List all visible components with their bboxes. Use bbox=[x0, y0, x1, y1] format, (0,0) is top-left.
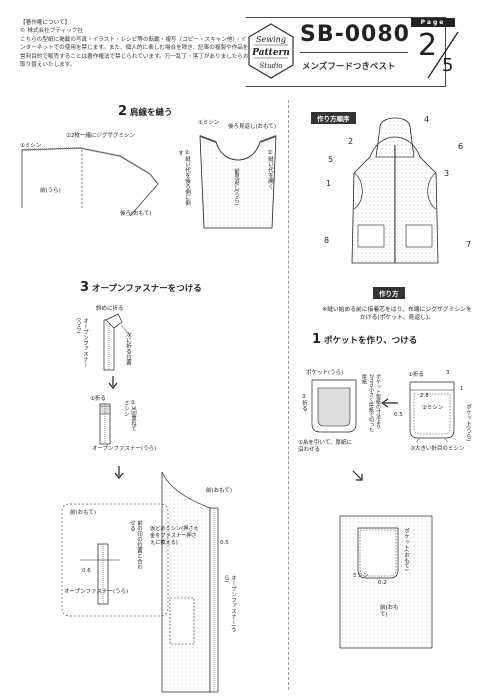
step3-align-pos: 前の印の位置と合わせる bbox=[129, 520, 142, 570]
step1-v1: 1 bbox=[460, 386, 464, 392]
order-num-3: 3 bbox=[444, 169, 450, 178]
step1-v28: 2.8 bbox=[420, 393, 429, 399]
step1-pocket-face: ポケット(おもて) bbox=[403, 528, 409, 571]
page-number: 2 bbox=[418, 28, 438, 63]
step3-zipper-wrong: オープンファスナー(うら) bbox=[75, 318, 88, 368]
step3-front-face: 前(おもて) bbox=[70, 510, 97, 516]
step2-front-wrong: 前(うら) bbox=[40, 188, 61, 194]
arrow-left-icon bbox=[380, 398, 398, 408]
step1-pocket-cardboard-diagram bbox=[311, 379, 357, 433]
order-num-1: 1 bbox=[326, 179, 332, 188]
step2-right-sewing: ①ミシン bbox=[198, 120, 220, 126]
order-num-6: 6 bbox=[458, 142, 464, 151]
step1-pocket-wrong: ポケット(うら) bbox=[306, 370, 344, 376]
order-tag: 作り方順序 bbox=[311, 112, 356, 124]
arrow-down-icon bbox=[108, 376, 118, 389]
step1-sewing: ミシン bbox=[352, 573, 369, 579]
step1-v3: 3 bbox=[446, 370, 450, 376]
arrow-down-icon bbox=[114, 466, 124, 479]
step3-zipper-wrong3: オープンファスナー(うら) bbox=[64, 589, 129, 595]
step2-number: 2 bbox=[118, 104, 128, 119]
howto-note: ※縫い始める前に接着芯をはり、布端にジグザグミシンをかける(ポケット、見返し)。 bbox=[322, 307, 472, 321]
step2-front-facing: 前見返し(うら) bbox=[233, 168, 239, 206]
step3-front-face2: 前(おもて) bbox=[206, 488, 233, 494]
page-slash bbox=[427, 31, 459, 79]
step3-baste: 仮どめミシン(押さえ金をファスナー押さえに換える) bbox=[150, 526, 199, 546]
step3-zipper-wrong2: オープンファスナー(うら) bbox=[92, 446, 157, 452]
step2-open-allowance: ②縫い代を開く bbox=[267, 150, 273, 189]
copyright-notice: 【著作権について】 © 株式会社ブティック社 こちらの型紙に掲載の写真・イラスト… bbox=[20, 19, 252, 69]
step3-zipper-fold-diagram bbox=[103, 313, 131, 371]
step3-fold: ①折る bbox=[90, 396, 106, 402]
step3-detail-circle bbox=[61, 503, 169, 617]
step1-pocket-side: ポケット(うら) bbox=[465, 404, 471, 442]
step2-left-sewing: ①ミシン bbox=[20, 143, 42, 149]
step1-v02: 0.2 bbox=[378, 580, 387, 586]
step3-fold-pos: 次に折る位置 bbox=[125, 332, 131, 365]
copyright-title: 【著作権について】 bbox=[20, 20, 71, 26]
page-label: Page bbox=[411, 18, 455, 27]
pattern-code: SB-0080 bbox=[300, 22, 410, 47]
vest-illustration bbox=[351, 117, 439, 264]
step3-zipper-sew-diagram bbox=[99, 403, 111, 445]
page-total: 5 bbox=[442, 55, 454, 76]
step1-front-face: 前(おもて) bbox=[380, 605, 399, 618]
pattern-subtitle: メンズフードつきベスト bbox=[302, 62, 396, 72]
step2-back-front: 後ろ(おもて) bbox=[120, 211, 152, 217]
step1-cut-thread: ポケット型紙の寸法より2mm小さく厚紙で切った厚紙 bbox=[361, 374, 381, 432]
step2-left-diagram bbox=[21, 146, 159, 217]
step1-text: ポケットを作り、つける bbox=[324, 336, 418, 346]
logo-line1: Sewing bbox=[256, 35, 286, 44]
step1-front-attached-diagram bbox=[339, 515, 433, 649]
step3-zipper-wrong4: オープンファスナー(うら) bbox=[223, 575, 236, 633]
step2-text: 肩線を縫う bbox=[130, 108, 173, 118]
step1-v05: 0.5 bbox=[394, 412, 403, 418]
step1-fold1: ①折る bbox=[408, 372, 424, 378]
logo-line2: Pattern bbox=[251, 48, 290, 58]
step3-text: オープンファスナーをつける bbox=[92, 284, 202, 294]
step1-big-stitch: ③大きい針目のミシン bbox=[410, 446, 465, 452]
order-num-7: 7 bbox=[466, 240, 472, 249]
step2-iron-allowance: ②縫い代を後ろ側に倒す bbox=[177, 150, 190, 206]
order-num-8: 8 bbox=[324, 236, 330, 245]
step1-fold2: ②折る bbox=[301, 394, 307, 411]
step1-pull-thread: ①糸を引いて、厚紙に沿わせる bbox=[298, 440, 352, 453]
arrow-down-right-icon bbox=[352, 470, 363, 481]
column-divider bbox=[288, 100, 289, 690]
step3-front-panel bbox=[161, 471, 219, 693]
step1-pocket-sew-diagram bbox=[409, 381, 455, 443]
step1-number: 1 bbox=[312, 332, 322, 347]
step3-val05: 0.5 bbox=[220, 540, 229, 546]
order-num-4: 4 bbox=[424, 115, 430, 124]
order-num-5: 5 bbox=[328, 155, 334, 164]
step2-zigzag: ②2枚一緒にジグザグミシン bbox=[66, 133, 135, 139]
step2-back-facing: 後ろ見返し(おもて) bbox=[228, 124, 277, 130]
header-divider bbox=[300, 52, 408, 53]
step3-val06: 0.6 bbox=[82, 568, 91, 574]
copyright-body: こちらの型紙に掲載の写真・イラスト・レシピ等の転載・複写（コピー・スキャン他）・… bbox=[20, 36, 249, 69]
step3-overlap: ②3回重ねてミシン bbox=[123, 400, 136, 432]
step1-sew2: ②ミシン bbox=[422, 405, 444, 411]
copyright-company: © 株式会社ブティック社 bbox=[20, 28, 83, 35]
step3-diag-fold: 斜めに折る bbox=[96, 306, 124, 312]
logo-line3: Studio bbox=[259, 62, 282, 70]
order-num-2: 2 bbox=[348, 137, 354, 146]
howto-tag: 作り方 bbox=[373, 287, 405, 299]
step3-number: 3 bbox=[80, 280, 90, 295]
sewing-pattern-studio-logo: Sewing Pattern Studio bbox=[248, 23, 294, 79]
step2-right-diagram bbox=[199, 135, 277, 229]
